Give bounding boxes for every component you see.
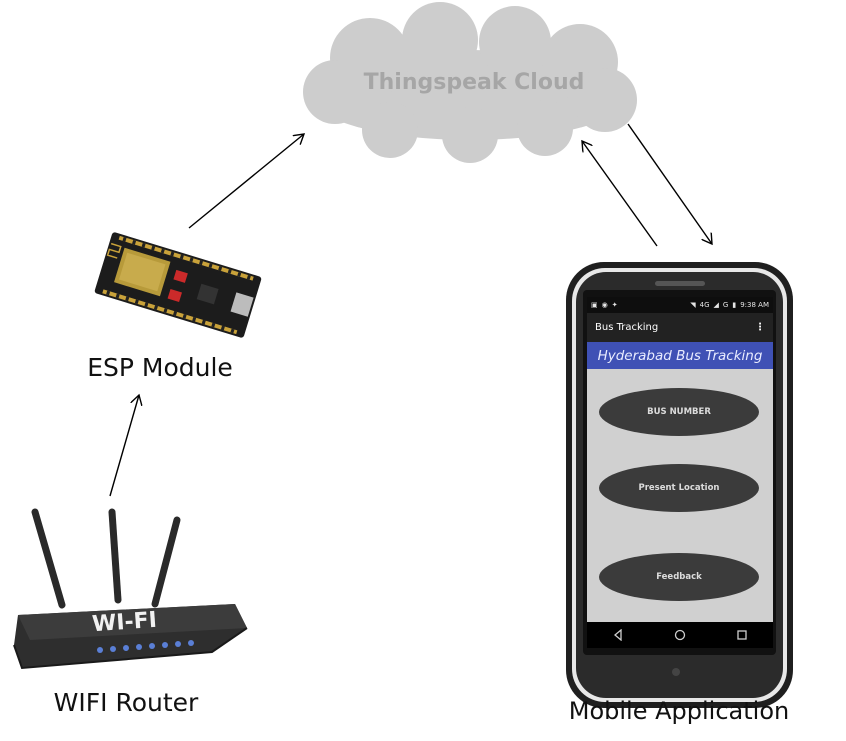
app-bar: Bus Tracking ⋮ <box>587 313 773 342</box>
notification-icon: ▣ <box>591 301 598 309</box>
arrow-esp-to-cloud <box>188 134 304 229</box>
record-icon: ◉ <box>601 301 608 309</box>
feedback-button[interactable]: Feedback <box>599 553 759 601</box>
recents-icon[interactable] <box>736 629 748 641</box>
arrow-mobile-to-cloud <box>582 141 658 247</box>
wifi-router-icon: WI-FI <box>13 508 248 670</box>
present-location-button[interactable]: Present Location <box>599 464 759 512</box>
status-left-icons: ▣ ◉ ✦ <box>591 301 618 309</box>
connection-arrows <box>109 123 712 497</box>
status-right-icons: ◥ 4G ◢ G ▮ 9:38 AM <box>690 301 769 309</box>
navigation-bar <box>587 622 773 648</box>
overflow-menu-icon[interactable]: ⋮ <box>755 322 765 333</box>
battery-icon: ▮ <box>732 301 737 309</box>
cloud-label: Thingspeak Cloud <box>364 70 585 95</box>
arrow-cloud-to-mobile <box>627 123 712 244</box>
esp-module-icon <box>94 232 262 338</box>
network-label: 4G <box>699 301 710 309</box>
phone-screen: ▣ ◉ ✦ ◥ 4G ◢ G ▮ 9:38 AM Bus Tracking ⋮ … <box>587 297 773 648</box>
wifi-icon: ◥ <box>690 301 696 309</box>
esp-module-label: ESP Module <box>87 353 233 382</box>
arrow-router-to-esp <box>109 395 139 497</box>
home-icon[interactable] <box>674 629 686 641</box>
app-banner: Hyderabad Bus Tracking <box>587 342 773 369</box>
status-time: 9:38 AM <box>740 301 769 309</box>
router-brand-text: WI-FI <box>91 608 157 637</box>
thingspeak-cloud: Thingspeak Cloud <box>303 2 637 163</box>
mobile-application-label: Mobile Application <box>569 697 789 725</box>
app-notification-icon: ✦ <box>611 301 618 309</box>
network-label-2: G <box>722 301 729 309</box>
bus-number-button[interactable]: BUS NUMBER <box>599 388 759 436</box>
status-bar: ▣ ◉ ✦ ◥ 4G ◢ G ▮ 9:38 AM <box>587 297 773 313</box>
wifi-router-label: WIFI Router <box>54 688 199 717</box>
signal-icon: ◢ <box>713 301 719 309</box>
back-icon[interactable] <box>612 629 624 641</box>
app-title: Bus Tracking <box>595 322 659 333</box>
